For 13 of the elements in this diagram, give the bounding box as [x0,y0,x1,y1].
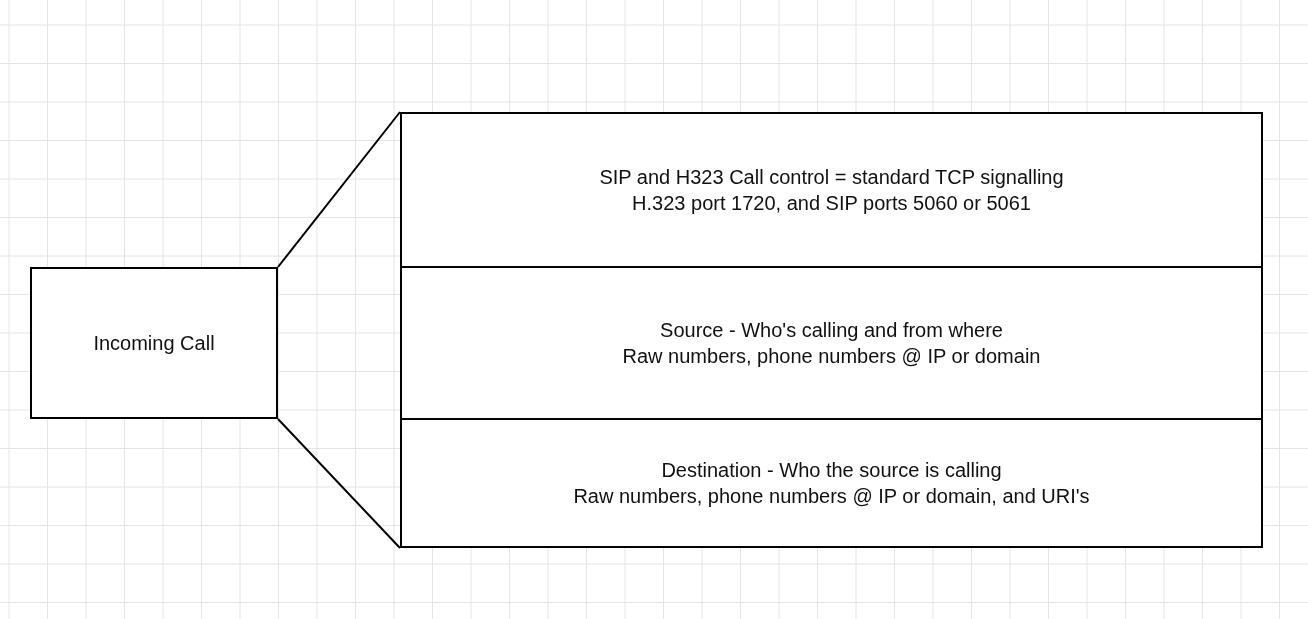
node-text: Raw numbers, phone numbers @ IP or domain, and URI's [573,484,1090,509]
node-text: Destination - Who the source is calling [661,458,1002,483]
node-text: H.323 port 1720, and SIP ports 5060 or 5061 [632,191,1031,216]
node-text: Raw numbers, phone numbers @ IP or domain [622,344,1041,369]
info-box [400,418,1263,548]
info-box [400,266,1263,420]
connector-line [277,111,401,268]
node-text: Source - Who's calling and from where [660,318,1003,343]
node-text: SIP and H323 Call control = standard TCP signalling [599,165,1064,190]
node-text: Incoming Call [93,331,215,356]
connector-line [277,418,401,549]
process-box [30,267,278,419]
info-box [400,112,1263,268]
